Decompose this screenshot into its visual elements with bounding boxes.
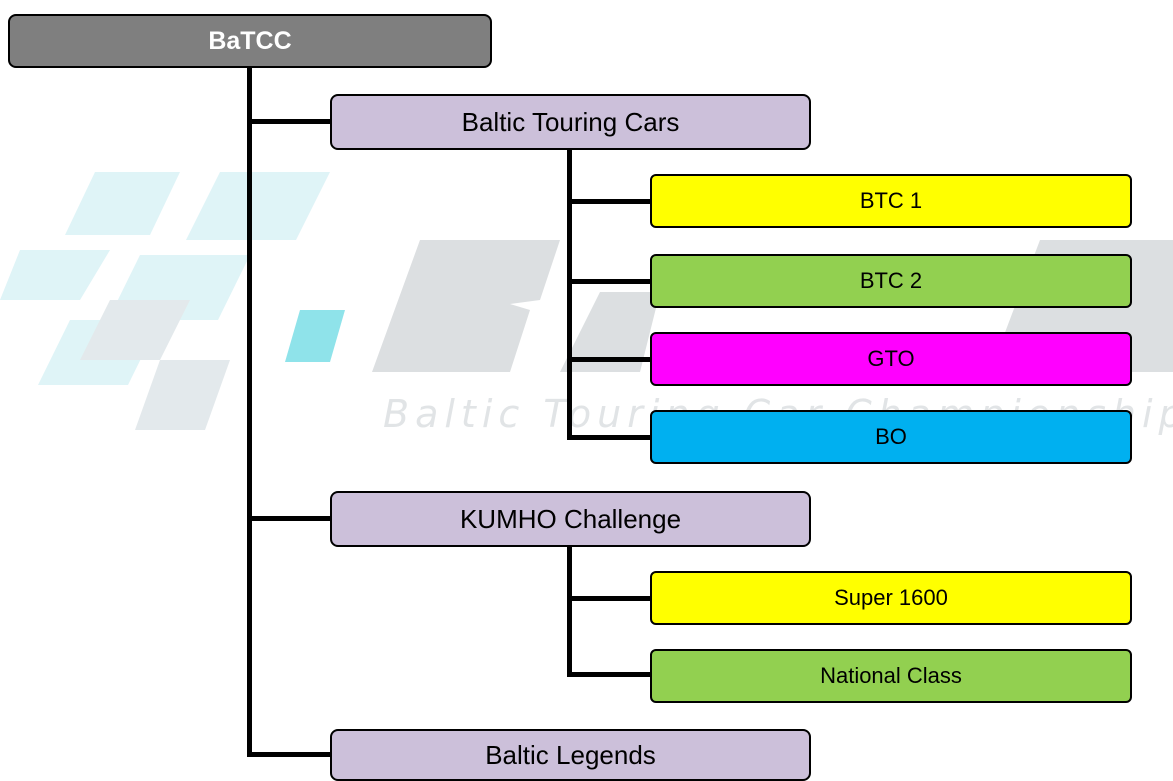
connector-bo [567, 435, 651, 440]
category-kumho-challenge: KUMHO Challenge [330, 491, 811, 547]
connector-btc2 [567, 279, 651, 284]
connector-gto [567, 357, 651, 362]
root-node-batcc: BaTCC [8, 14, 492, 68]
connector-btc1 [567, 199, 651, 204]
class-national-class: National Class [650, 649, 1132, 703]
category-baltic-touring-cars: Baltic Touring Cars [330, 94, 811, 150]
category-baltic-legends: Baltic Legends [330, 729, 811, 781]
btc-trunk-line [567, 150, 572, 439]
connector-baltic-touring-cars [247, 119, 331, 124]
class-bo: BO [650, 410, 1132, 464]
class-super-1600: Super 1600 [650, 571, 1132, 625]
kumho-trunk-line [567, 546, 572, 677]
connector-kumho-challenge [247, 516, 331, 521]
class-gto: GTO [650, 332, 1132, 386]
class-btc2: BTC 2 [650, 254, 1132, 308]
class-btc1: BTC 1 [650, 174, 1132, 228]
root-trunk-line [247, 68, 252, 757]
connector-super1600 [567, 596, 651, 601]
connector-national-class [567, 672, 651, 677]
connector-baltic-legends [247, 752, 331, 757]
